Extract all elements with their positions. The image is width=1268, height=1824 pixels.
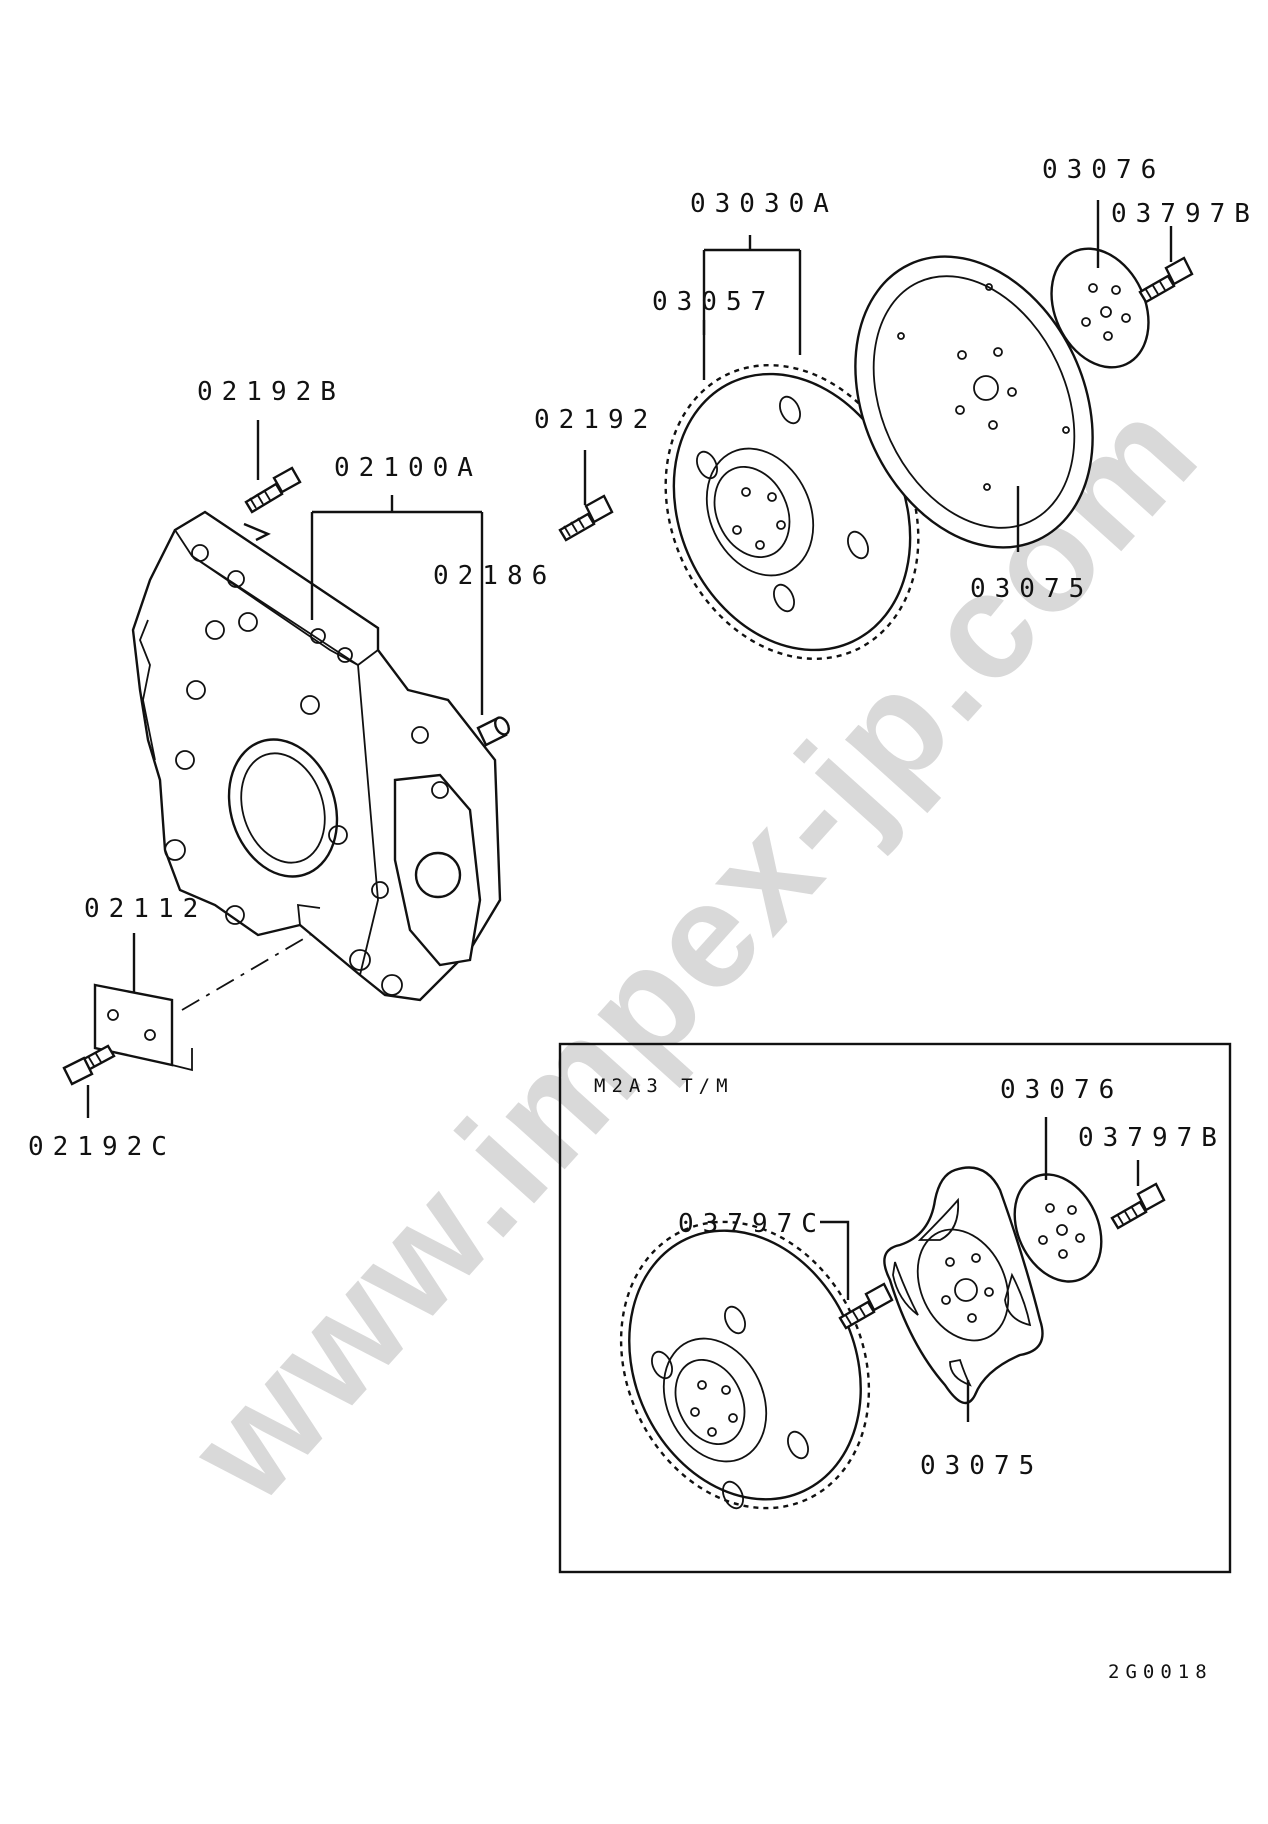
label-03076-top: 03076 — [1042, 155, 1165, 185]
label-03797c: 03797C — [678, 1209, 826, 1239]
label-03030a: 03030A — [690, 189, 838, 219]
label-03076-inset: 03076 — [1000, 1075, 1123, 1105]
dowel-pin — [476, 716, 510, 747]
washer-plate-inset — [1013, 1173, 1103, 1283]
leader-lines — [86, 200, 1173, 1422]
drive-plate-inset — [883, 1166, 1044, 1405]
flywheel-housing — [131, 510, 502, 1002]
bolt-03797b-inset — [1110, 1182, 1166, 1230]
label-03057: 03057 — [652, 287, 775, 317]
bolt-02192b — [244, 466, 302, 514]
label-02192b: 02192B — [197, 377, 345, 407]
label-02100a: 02100A — [334, 453, 482, 483]
label-02192c: 02192C — [28, 1132, 176, 1162]
bolt-02192c — [62, 1044, 116, 1086]
inset-title: M2A3 T/M — [594, 1075, 734, 1097]
bolt-03797b-top — [1138, 256, 1194, 304]
label-02112: 02112 — [84, 894, 207, 924]
label-03797b-inset: 03797B — [1078, 1123, 1226, 1153]
flywheel-inset — [619, 1220, 871, 1510]
label-03075-inset: 03075 — [920, 1451, 1043, 1481]
label-02192: 02192 — [534, 405, 657, 435]
label-03075-top: 03075 — [970, 574, 1093, 604]
bolt-02192 — [558, 494, 614, 542]
cover-plate — [93, 934, 311, 1072]
label-02186: 02186 — [433, 561, 556, 591]
bolt-03797c — [838, 1282, 894, 1330]
label-03797b-top: 03797B — [1111, 199, 1259, 229]
inset-frame — [558, 1042, 1232, 1574]
drawing-code: 2G0018 — [1108, 1661, 1213, 1683]
drive-plate-top — [854, 255, 1094, 549]
washer-plate-top — [1050, 247, 1150, 369]
